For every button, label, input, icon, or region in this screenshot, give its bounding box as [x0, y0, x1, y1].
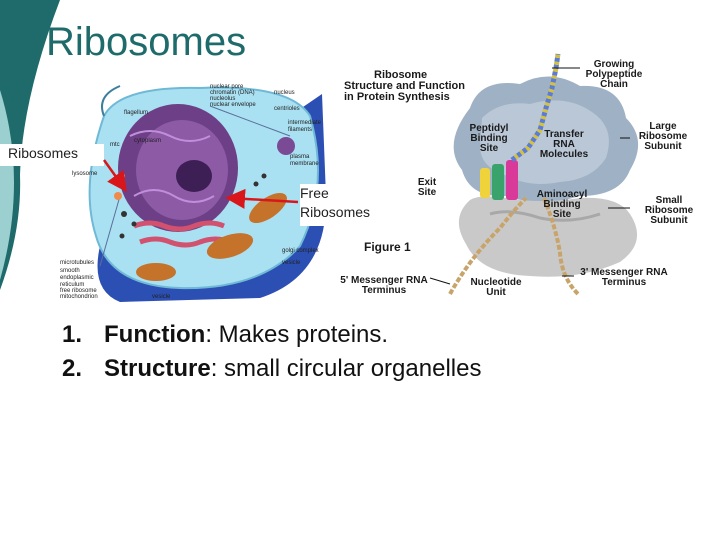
point-term: Function	[104, 321, 206, 348]
label-line: Site	[417, 187, 437, 198]
callout-line: Free	[300, 185, 329, 201]
free-ribosomes-callout: Free Ribosomes	[300, 184, 390, 226]
cell-label: lysosome	[72, 171, 98, 177]
ribosome-structure-figure: Ribosome Structure and Function in Prote…	[330, 48, 720, 300]
key-point: 2. Structure: small circular organelles	[62, 352, 481, 386]
cell-label: nuclear envelope	[210, 102, 256, 108]
cell-label: nuclear pore	[210, 84, 244, 90]
cell-label: mitochondrion	[60, 294, 98, 300]
point-number: 1.	[62, 321, 83, 348]
label-line: Aminoacyl	[536, 189, 588, 200]
cell-label: plasma membrane	[290, 154, 319, 167]
point-term: Structure	[104, 355, 211, 382]
cell-label: mtc	[110, 142, 120, 148]
figure-caption: Figure 1	[364, 240, 411, 254]
cell-label: free ribosome	[60, 288, 97, 294]
heading-line: Ribosome	[374, 69, 428, 81]
label-line: Subunit	[650, 215, 688, 226]
cell-label: nucleolus	[210, 96, 236, 102]
cell-label: intermediate filaments	[288, 120, 322, 133]
label-line: Unit	[486, 287, 506, 298]
point-text: : Makes proteins.	[205, 321, 389, 348]
cell-label: vesicle	[152, 294, 171, 300]
label-transfer-rna-molecules: Transfer RNA Molecules	[532, 130, 596, 160]
label-exit-site: Exit Site	[410, 178, 444, 198]
label-line: Ribosome	[644, 205, 694, 216]
label-line: 3' Messenger RNA	[580, 267, 668, 278]
label-line: RNA	[553, 139, 575, 150]
label-line: Terminus	[601, 277, 647, 288]
label-line: Peptidyl	[469, 123, 509, 134]
label-line: Exit	[417, 177, 437, 188]
label-line: Site	[479, 143, 499, 154]
animal-cell-drawing	[88, 85, 327, 302]
cell-label: chromatin (DNA)	[210, 90, 255, 96]
slide-side-decoration	[0, 0, 60, 290]
ribosome-figure-heading: Ribosome Structure and Function in Prote…	[344, 70, 465, 103]
point-number: 2.	[62, 355, 83, 382]
callout-line: Ribosomes	[300, 204, 371, 220]
label-small-ribosome-subunit: Small Ribosome Subunit	[636, 196, 702, 226]
label-5-prime-mrna-terminus: 5' Messenger RNA Terminus	[336, 276, 432, 296]
cell-label: cytoplasm	[134, 138, 162, 144]
label-line: Terminus	[361, 285, 407, 296]
cell-label: flagellum	[124, 110, 149, 116]
label-line: Growing	[593, 59, 635, 70]
label-line: Polypeptide	[585, 69, 643, 80]
key-point: 1. Function: Makes proteins.	[62, 318, 481, 352]
label-line: Molecules	[539, 149, 589, 160]
label-line: Binding	[470, 133, 508, 144]
cell-label: vesicle	[282, 260, 301, 266]
label-nucleotide-unit: Nucleotide Unit	[466, 278, 526, 298]
ribosome-drawing	[429, 53, 639, 296]
label-line: Site	[552, 209, 572, 220]
label-peptidyl-binding-site: Peptidyl Binding Site	[460, 124, 518, 154]
cell-label: nucleus	[274, 90, 295, 96]
cell-label: smooth endoplasmic reticulum	[60, 268, 94, 288]
label-large-ribosome-subunit: Large Ribosome Subunit	[630, 122, 696, 152]
slide-title: Ribosomes	[46, 20, 247, 64]
cell-label: golgi complex	[282, 248, 319, 254]
animal-cell-illustration: nuclear pore chromatin (DNA) nucleolus n…	[60, 76, 330, 304]
key-points-list: 1. Function: Makes proteins. 2. Structure:…	[62, 318, 481, 386]
label-line: Small	[655, 195, 683, 206]
label-line: 5' Messenger RNA	[340, 275, 428, 286]
label-line: Large	[649, 121, 677, 132]
label-line: Nucleotide	[470, 277, 522, 288]
heading-line: in Protein Synthesis	[344, 91, 450, 103]
label-3-prime-mrna-terminus: 3' Messenger RNA Terminus	[576, 268, 672, 288]
point-text: : small circular organelles	[210, 355, 482, 382]
label-growing-polypeptide-chain: Growing Polypeptide Chain	[578, 60, 650, 90]
label-line: Chain	[600, 79, 628, 90]
label-aminoacyl-binding-site: Aminoacyl Binding Site	[530, 190, 594, 220]
cell-label: centrioles	[274, 106, 300, 112]
label-line: Binding	[543, 199, 581, 210]
label-line: Ribosome	[638, 131, 688, 142]
label-line: Transfer	[544, 129, 584, 140]
ribosomes-callout: Ribosomes	[0, 144, 104, 166]
heading-line: Structure and Function	[344, 80, 465, 92]
label-line: Subunit	[644, 141, 682, 152]
cell-label: microtubules	[60, 260, 95, 266]
